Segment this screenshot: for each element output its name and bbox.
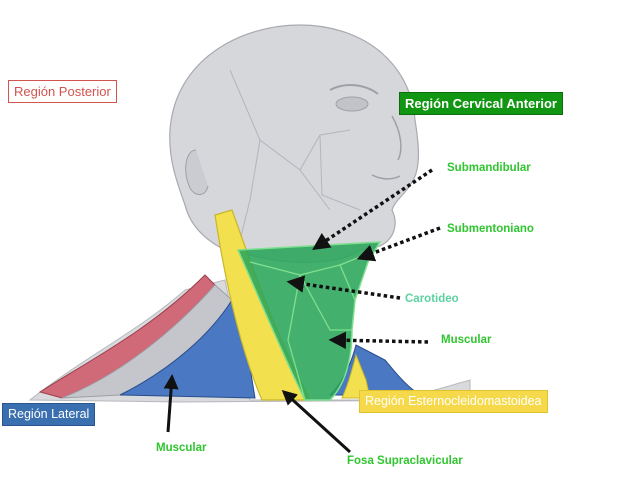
head-silhouette: [169, 24, 420, 263]
solid-arrows: [163, 374, 352, 454]
muscular-anterior-label: Muscular: [441, 334, 492, 346]
region-esternocleidomastoidea-label: Región Esternocleidomastoidea: [359, 390, 548, 413]
submentoniano-label: Submentoniano: [447, 223, 534, 235]
solid-arrow-fosa-supraclavicular: [281, 389, 352, 454]
dotted-arrow-submandibular: [312, 168, 433, 250]
submandibular-label: Submandibular: [447, 162, 531, 174]
dotted-arrow-submentoniano: [356, 226, 441, 262]
muscular-lateral-label: Muscular: [156, 442, 207, 454]
solid-arrow-muscular-lateral: [163, 374, 179, 433]
dotted-arrows: [286, 168, 441, 350]
region-cervical-anterior-label: Región Cervical Anterior: [399, 92, 563, 115]
region-lateral-label: Región Lateral: [2, 403, 96, 426]
carotideo-label: Carotideo: [405, 293, 459, 305]
dotted-arrow-carotideo: [286, 275, 401, 300]
region-posterior-label: Región Posterior: [8, 80, 117, 103]
dotted-arrow-muscular: [328, 331, 429, 350]
anterior-cervical-region: [236, 241, 382, 401]
fosa-supraclavicular-label: Fosa Supraclavicular: [347, 455, 463, 467]
lateral-muscles: [38, 274, 256, 399]
